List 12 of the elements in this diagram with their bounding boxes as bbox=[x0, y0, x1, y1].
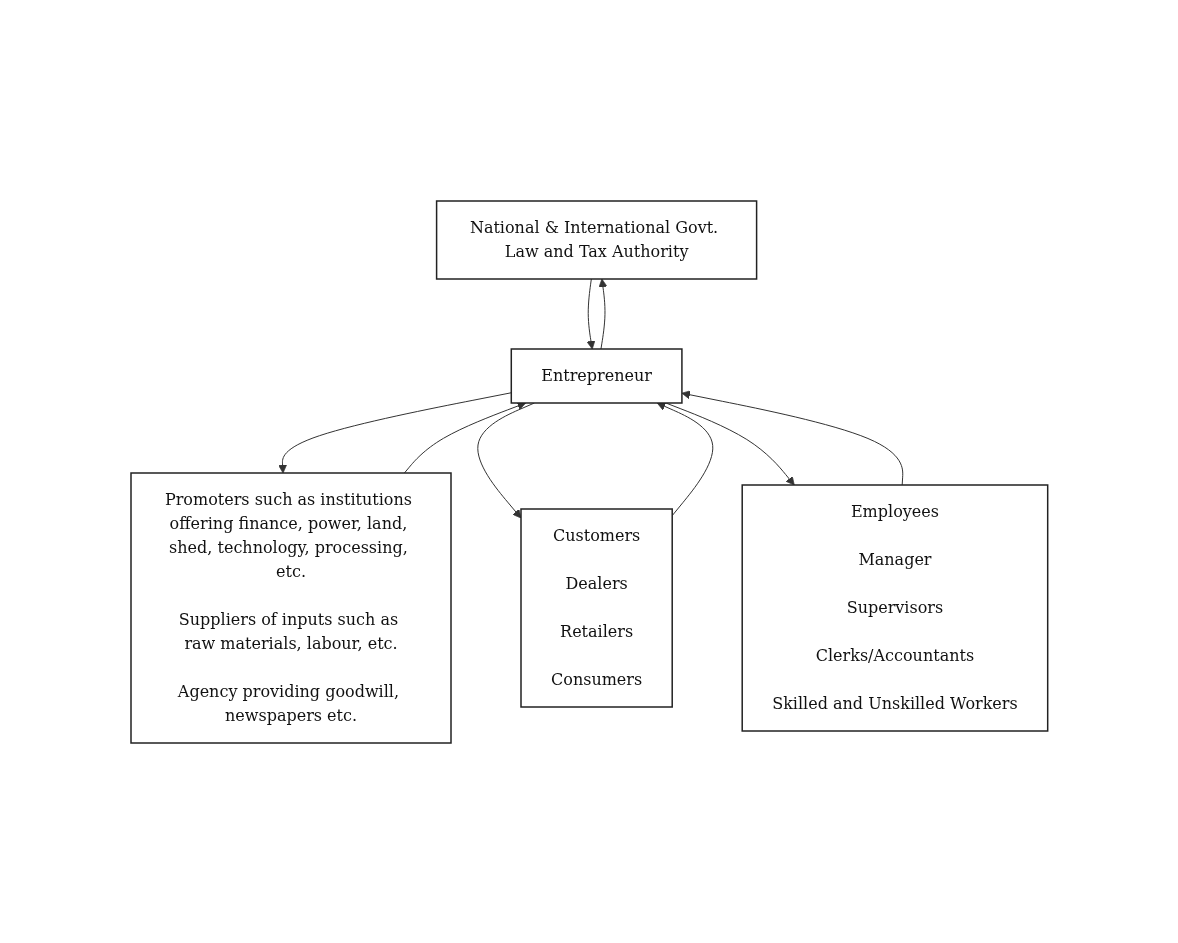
node-box: Entrepreneur bbox=[510, 347, 683, 404]
node-box: Customers Dealers Retailers Consumers bbox=[519, 507, 673, 708]
node-box: Employees Manager Supervisors Clerks/Accountants Skilled and Unskilled Workers bbox=[741, 483, 1049, 732]
arrow bbox=[403, 401, 526, 473]
arrow bbox=[586, 278, 595, 349]
node-box: Promoters such as institutions offering finance, power, land, shed, technology, processing, etc. Suppliers of inputs such as raw materials, labour, etc. Agency providing goodwill, newspapers etc. bbox=[129, 471, 452, 744]
arrow bbox=[681, 389, 903, 485]
node-box: National & International Govt. Law and Tax Authority bbox=[435, 199, 757, 280]
arrow bbox=[477, 402, 535, 518]
arrow bbox=[665, 402, 795, 485]
arrow bbox=[656, 401, 713, 516]
arrow bbox=[598, 278, 607, 349]
